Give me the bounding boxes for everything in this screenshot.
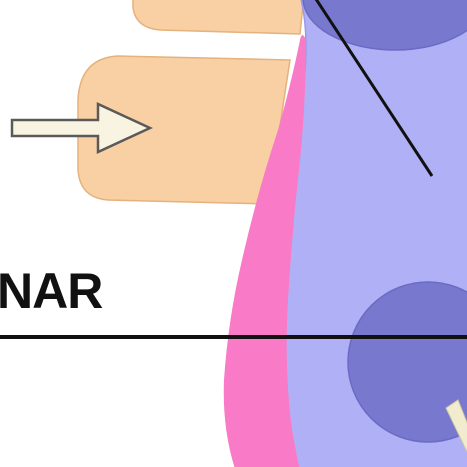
upper-organelle bbox=[302, 0, 467, 51]
diagonal-pointer-line bbox=[314, 0, 434, 177]
membrane-strip bbox=[223, 35, 306, 467]
right-arrow-icon bbox=[10, 102, 153, 154]
pointer-stub bbox=[445, 399, 467, 453]
upper-tissue-lobe bbox=[132, 0, 305, 35]
nar-label: NAR bbox=[0, 263, 103, 319]
lower-organelle bbox=[347, 281, 467, 443]
